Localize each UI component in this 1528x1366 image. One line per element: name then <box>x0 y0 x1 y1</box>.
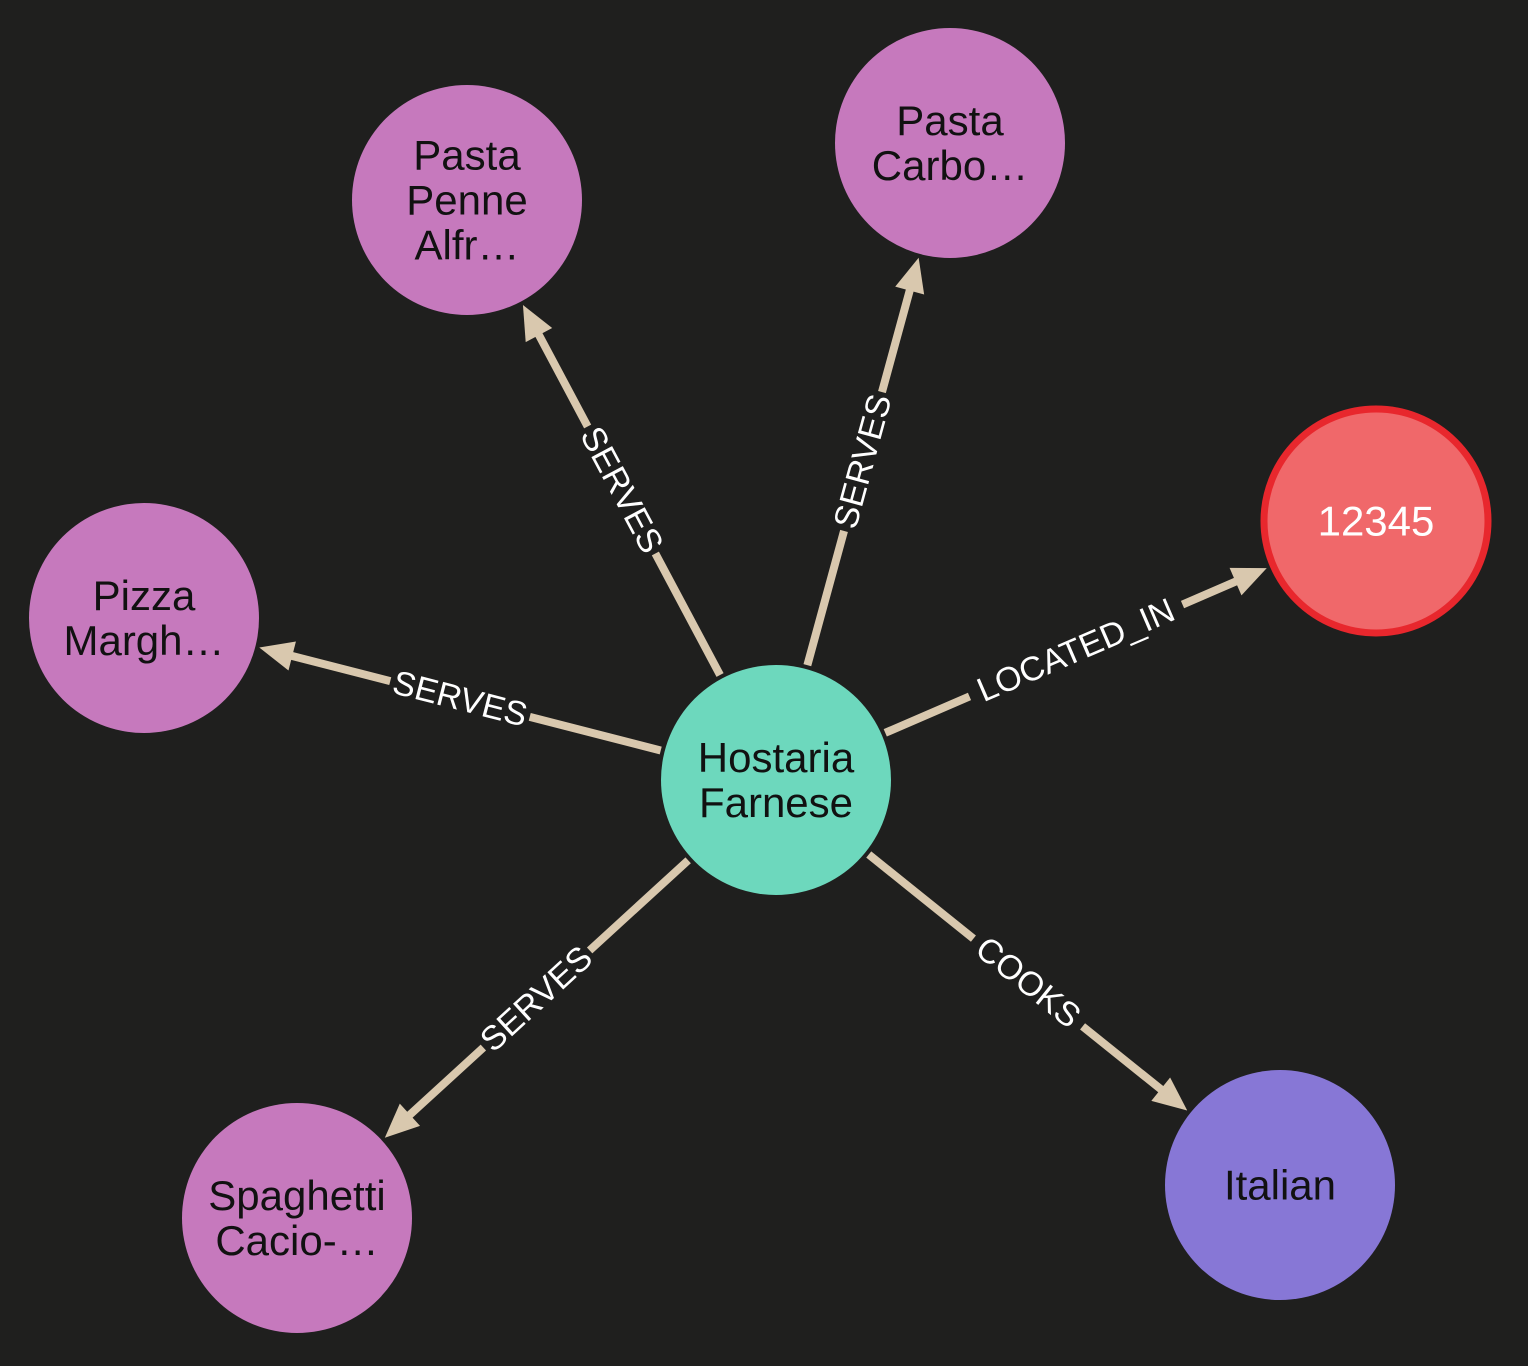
arrowhead-icon <box>1229 567 1267 596</box>
node-label: Pizza <box>93 572 196 619</box>
relationship-line <box>878 287 915 394</box>
relationship-line <box>534 331 592 429</box>
relationship-serves-penne[interactable]: SERVES <box>522 305 724 677</box>
node-circle[interactable] <box>1165 1070 1395 1300</box>
relationship-cooks-italian[interactable]: COOKS <box>866 851 1188 1111</box>
relationship-line <box>883 692 972 737</box>
relationship-line <box>405 1044 487 1120</box>
node-circle[interactable] <box>352 85 582 315</box>
node-label: Alfr… <box>415 222 520 269</box>
node-label: Spaghetti <box>208 1172 385 1219</box>
relationship-line <box>1180 577 1239 609</box>
nodes-layer: HostariaFarnesePastaPenneAlfr…PastaCarbo… <box>29 28 1492 1333</box>
node-label: Carbo… <box>872 142 1028 189</box>
node-label: Pasta <box>413 132 521 179</box>
node-carbonara[interactable]: PastaCarbo… <box>835 28 1065 258</box>
node-circle[interactable] <box>1260 405 1492 637</box>
arrowhead-icon <box>895 257 925 295</box>
arrowhead-icon <box>259 641 296 671</box>
relationship-line <box>528 713 662 755</box>
node-label: Penne <box>406 177 527 224</box>
node-label: Hostaria <box>698 734 855 781</box>
relationship-line <box>803 529 848 667</box>
node-label: Cacio-… <box>215 1217 378 1264</box>
relationship-label: COOKS <box>968 929 1088 1036</box>
node-label: 12345 <box>1318 498 1435 545</box>
relationship-located_in-zip[interactable]: LOCATED_IN <box>883 567 1267 737</box>
node-pizza[interactable]: PizzaMargh… <box>29 503 259 733</box>
node-penne[interactable]: PastaPenneAlfr… <box>352 85 582 315</box>
relationship-line <box>586 857 691 954</box>
relationship-serves-pizza[interactable]: SERVES <box>259 641 662 755</box>
node-circle[interactable] <box>661 665 891 895</box>
node-circle[interactable] <box>835 28 1065 258</box>
node-circle[interactable] <box>182 1103 412 1333</box>
relationship-line <box>866 851 976 942</box>
node-circle[interactable] <box>29 503 259 733</box>
node-zip[interactable]: 12345 <box>1260 405 1492 637</box>
node-label: Margh… <box>63 617 224 664</box>
node-label: Pasta <box>896 97 1004 144</box>
relationship-label: SERVES <box>572 420 670 559</box>
node-italian[interactable]: Italian <box>1165 1070 1395 1300</box>
relationship-label: SERVES <box>473 939 600 1060</box>
relationship-serves-carbonara[interactable]: SERVES <box>803 257 925 667</box>
arrowhead-icon <box>384 1103 421 1138</box>
relationship-serves-spaghetti[interactable]: SERVES <box>384 857 691 1138</box>
arrowhead-icon <box>1151 1077 1188 1111</box>
node-spaghetti[interactable]: SpaghettiCacio-… <box>182 1103 412 1333</box>
relationship-line <box>1080 1023 1165 1094</box>
relationship-line <box>289 651 392 685</box>
relationship-label: SERVES <box>827 390 900 532</box>
arrowhead-icon <box>522 305 553 343</box>
node-label: Farnese <box>699 779 853 826</box>
relationship-label: LOCATED_IN <box>972 591 1181 710</box>
relationship-label: SERVES <box>389 664 531 735</box>
node-label: Italian <box>1224 1162 1336 1209</box>
relationship-line <box>651 551 724 677</box>
